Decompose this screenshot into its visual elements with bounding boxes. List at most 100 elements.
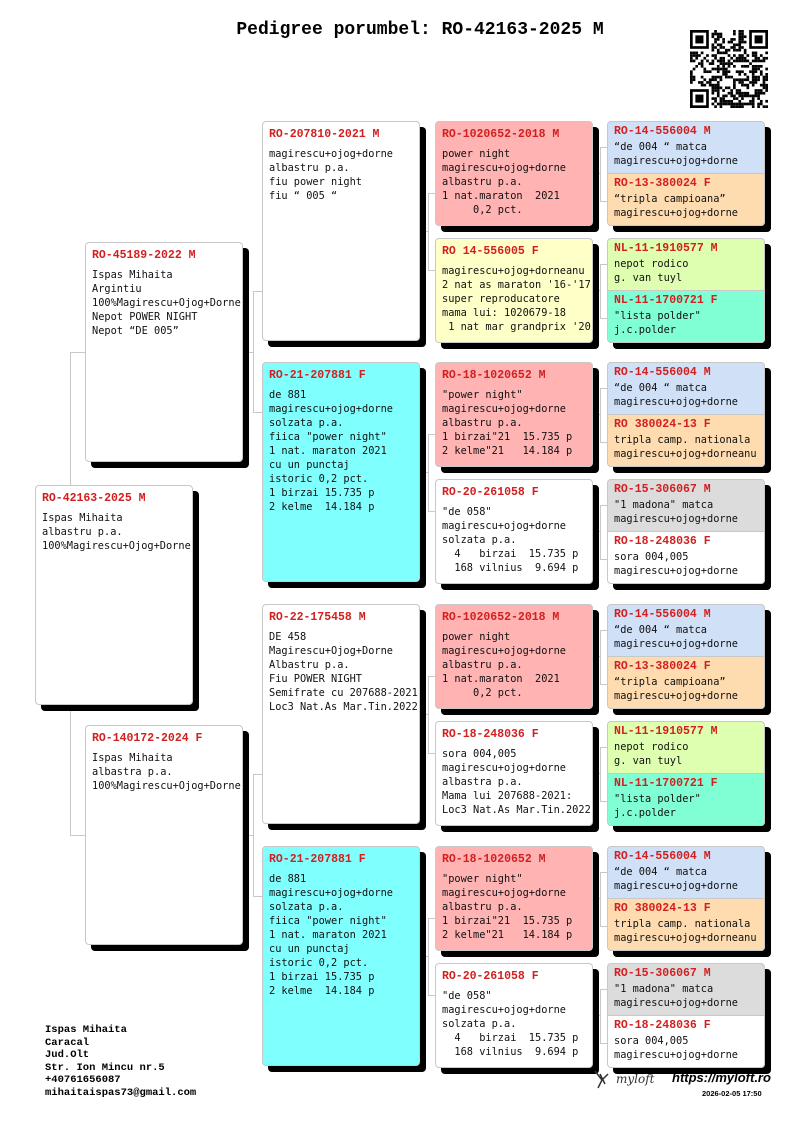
- note-line: g. van tuyl: [614, 755, 683, 767]
- ring-number: NL-11-1910577 M: [614, 242, 718, 255]
- pigeon-card-gen3[interactable]: RO-20-261058 F"de 058"magirescu+ojog+dor…: [435, 479, 593, 584]
- note-line: 1 nat.maraton 2021: [442, 190, 560, 202]
- connector-line: [593, 773, 600, 774]
- note-line: magirescu+ojog+dorne: [442, 520, 566, 532]
- note-line: solzata p.a.: [442, 1018, 517, 1030]
- note-line: albastra p.a.: [442, 776, 523, 788]
- note-line: Ispas Mihaita: [92, 269, 173, 281]
- note-line: magirescu+ojog+dorne: [614, 513, 738, 525]
- note-line: magirescu+ojog+dorne: [614, 207, 738, 219]
- ring-number: RO-1020652-2018 M: [442, 128, 560, 141]
- note-line: 1 birzai 15.735 p: [269, 487, 375, 499]
- ring-number: RO-22-175458 M: [269, 611, 366, 624]
- note-line: istoric 0,2 pct.: [269, 473, 369, 485]
- note-line: solzata p.a.: [269, 417, 344, 429]
- connector-line: [600, 989, 607, 990]
- connector-line: [600, 872, 601, 926]
- connector-line: [600, 872, 607, 873]
- note-line: Fiu POWER NIGHT: [269, 673, 362, 685]
- pigeon-card-gen3[interactable]: RO-18-1020652 M"power night"magirescu+oj…: [435, 846, 593, 951]
- pigeon-logo-icon: [594, 1070, 609, 1089]
- note-line: DE 458: [269, 631, 307, 643]
- connector-line: [600, 1043, 607, 1044]
- note-line: 2 kelme 14.184 p: [269, 985, 375, 997]
- connector-line: [243, 352, 253, 353]
- connector-line: [593, 531, 600, 532]
- ring-number: RO-1020652-2018 M: [442, 611, 560, 624]
- connector-line: [593, 1015, 600, 1016]
- pigeon-card-gen4[interactable]: NL-11-1700721 F"lista polder"j.c.polder: [607, 773, 765, 826]
- connector-line: [593, 173, 600, 174]
- pigeon-card-gen4[interactable]: NL-11-1700721 F "lista polder"j.c.polder: [607, 290, 765, 343]
- connector-line: [428, 434, 435, 435]
- note-line: magirescu+ojog+dorneanu: [442, 265, 585, 277]
- connector-line: [600, 442, 607, 443]
- note-line: 1 birzai"21 15.735 p: [442, 431, 573, 443]
- connector-line: [600, 747, 607, 748]
- connector-line: [600, 926, 607, 927]
- ring-number: RO-45189-2022 M: [92, 249, 196, 262]
- note-line: 2 kelme 14.184 p: [269, 501, 375, 513]
- pigeon-card-gen3[interactable]: RO-20-261058 F"de 058"magirescu+ojog+dor…: [435, 963, 593, 1068]
- ring-number: NL-11-1700721 F: [614, 294, 718, 307]
- pigeon-notes: “tripla campioana”magirescu+ojog+dorne: [614, 675, 764, 703]
- note-line: 1 nat.maraton 2021: [442, 673, 560, 685]
- connector-line: [420, 956, 428, 957]
- pigeon-card-gen3[interactable]: RO-18-1020652 M"power night"magirescu+oj…: [435, 362, 593, 467]
- connector-line: [593, 898, 600, 899]
- pigeon-notes: "lista polder"j.c.polder: [614, 309, 764, 337]
- ring-number: RO-20-261058 F: [442, 486, 539, 499]
- note-line: magirescu+ojog+dorne: [614, 155, 738, 167]
- note-line: Semifrate cu 207688-2021: [269, 687, 418, 699]
- note-line: "power night": [442, 873, 523, 885]
- note-line: 2 kelme"21 14.184 p: [442, 445, 573, 457]
- connector-line: [253, 774, 262, 775]
- ring-number: RO 380024-13 F: [614, 418, 711, 431]
- note-line: sora 004,005: [614, 551, 689, 563]
- connector-line: [600, 318, 607, 319]
- address-line: +40761656087: [45, 1074, 121, 1087]
- website-link[interactable]: https://myloft.ro: [672, 1070, 771, 1085]
- address-line: Str. Ion Mincu nr.5: [45, 1061, 165, 1074]
- connector-line: [428, 918, 435, 919]
- note-line: 1 birzai"21 15.735 p: [442, 915, 573, 927]
- note-line: “de 004 “ matca: [614, 866, 707, 878]
- note-line: magirescu+ojog+dorne: [442, 762, 566, 774]
- connector-line: [600, 201, 607, 202]
- pigeon-card-gen4[interactable]: RO-13-380024 F“tripla campioana”magiresc…: [607, 656, 765, 709]
- connector-line: [420, 714, 428, 715]
- pigeon-card-gen4[interactable]: RO-13-380024 F“tripla campioana”magiresc…: [607, 173, 765, 226]
- note-line: Argintiu: [92, 283, 142, 295]
- connector-line: [600, 747, 601, 801]
